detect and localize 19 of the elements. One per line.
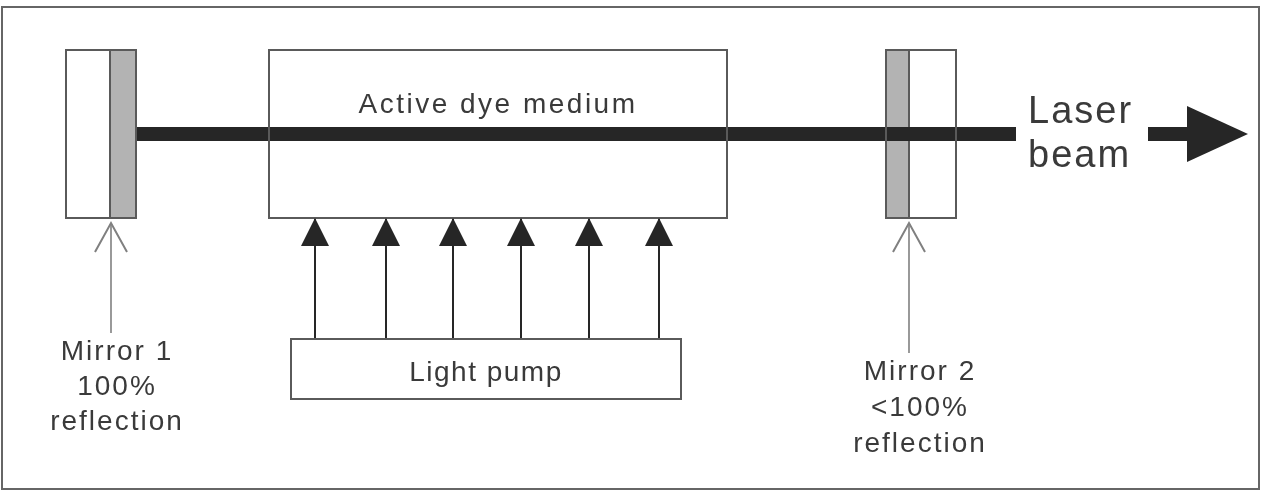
pump-arrow	[439, 218, 467, 339]
pump-arrow	[575, 218, 603, 339]
pump-box: Light pump	[290, 338, 682, 400]
laser-beam	[728, 127, 885, 141]
beam-label: Laser beam	[1028, 88, 1138, 176]
leader-arrow	[94, 222, 128, 334]
mirror-label: Mirror 2 <100% reflection	[851, 353, 989, 461]
pump-arrow	[301, 218, 329, 339]
laser-beam	[957, 127, 1016, 141]
mirror-label: Mirror 1 100% reflection	[48, 333, 186, 438]
laser-beam	[137, 127, 268, 141]
pump-arrow	[645, 218, 673, 339]
mirror	[65, 49, 137, 219]
mirror	[885, 49, 957, 219]
laser-beam-arrow	[1148, 106, 1248, 162]
leader-arrow	[892, 222, 926, 354]
medium-box: Active dye medium	[268, 49, 728, 219]
pump-arrow	[507, 218, 535, 339]
pump-arrow	[372, 218, 400, 339]
